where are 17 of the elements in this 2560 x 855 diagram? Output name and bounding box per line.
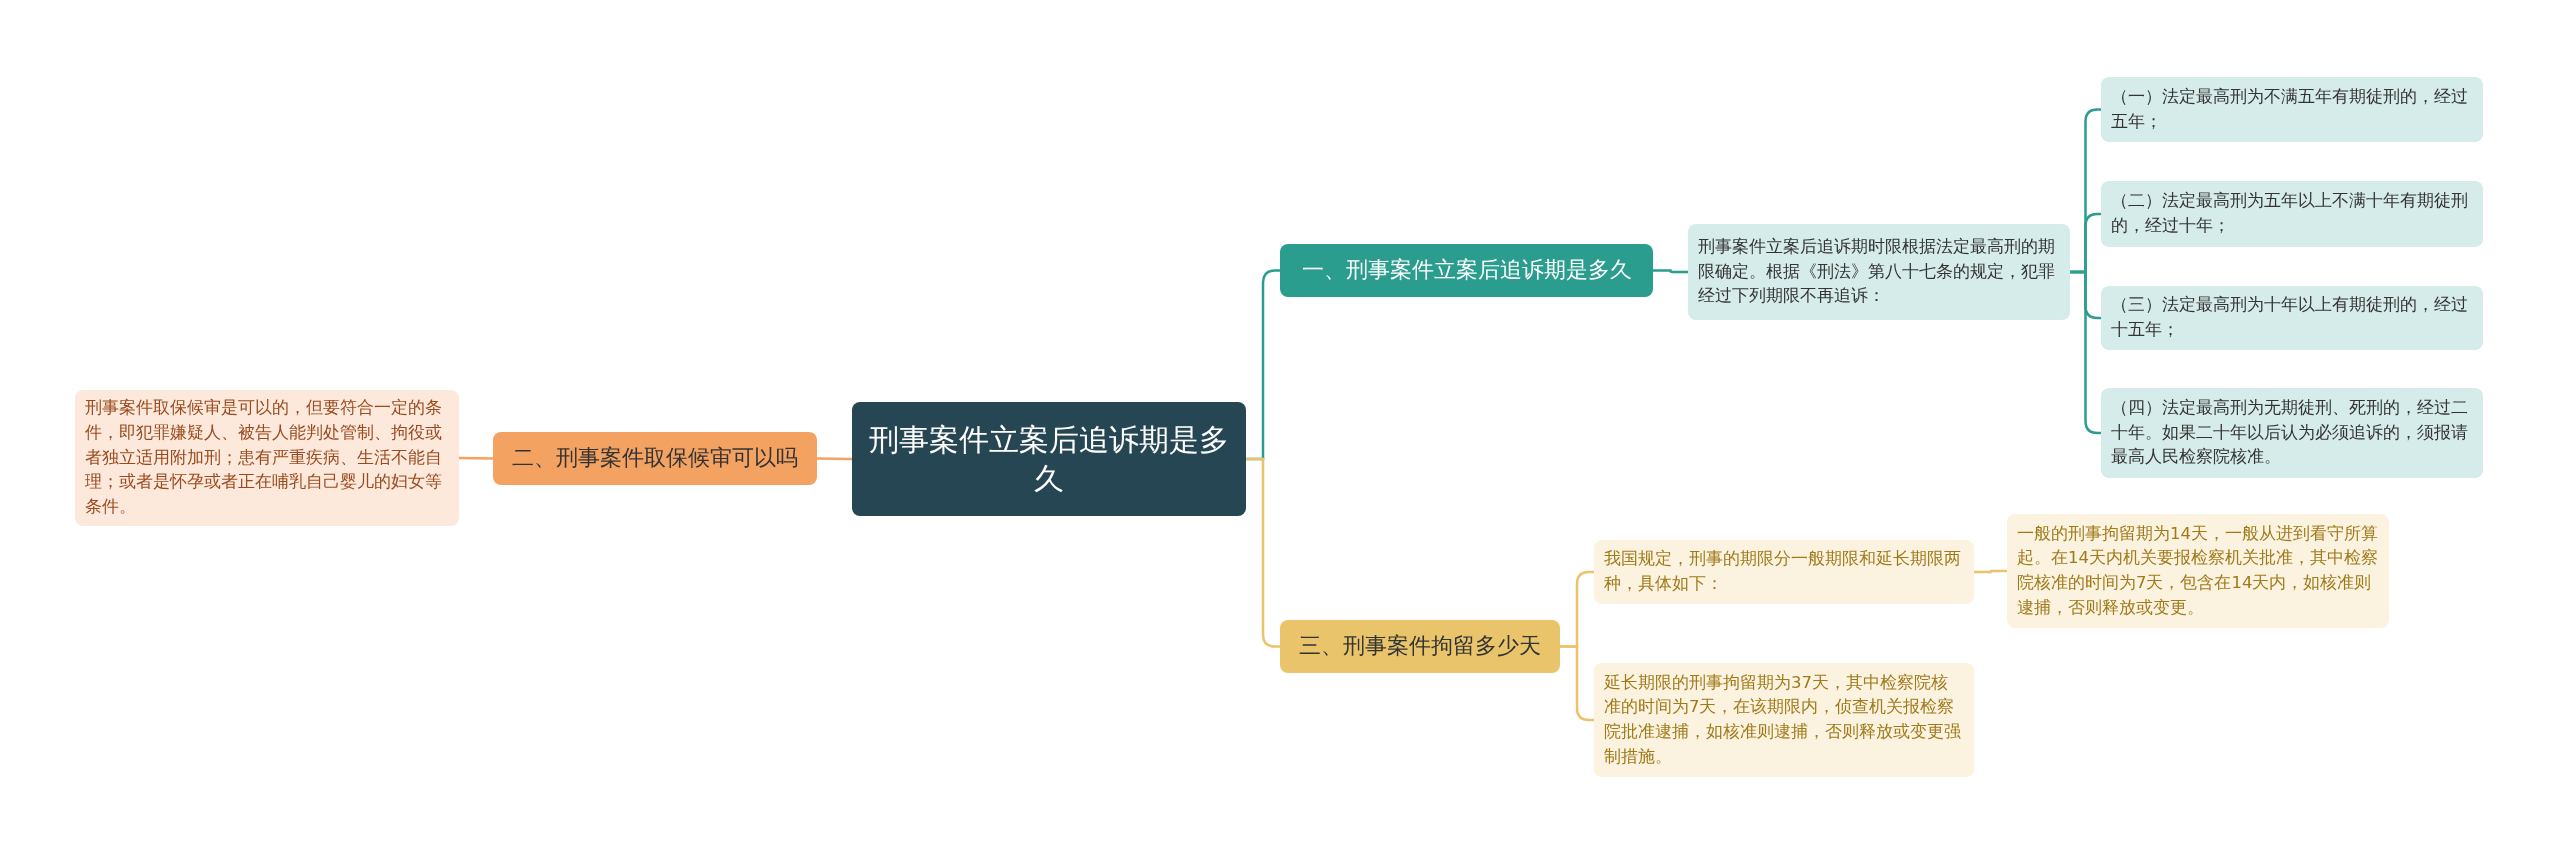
detail-note: 延长期限的刑事拘留期为37天，其中检察院核准的时间为7天，在该期限内，侦查机关报检察院批准逮捕，如核准则逮捕，否则释放或变更强制措施。: [1594, 663, 1974, 777]
branch-topic: 一、刑事案件立案后追诉期是多久: [1280, 244, 1653, 297]
detail-note: 刑事案件立案后追诉期时限根据法定最高刑的期限确定。根据《刑法》第八十七条的规定，犯罪经过下列期限不再追诉：: [1688, 224, 2070, 320]
connector-line: [1653, 269, 1688, 274]
detail-note: 我国规定，刑事的期限分一般期限和延长期限两种，具体如下：: [1594, 540, 1974, 604]
connector-line: [459, 456, 493, 460]
detail-note: 刑事案件取保候审是可以的，但要符合一定的条件，即犯罪嫌疑人、被告人能判处管制、拘役或者独立适用附加刑；患有严重疾病、生活不能自理；或者是怀孕或者正在哺乳自己婴儿的妇女等条件。: [75, 390, 459, 526]
connector-line: [817, 457, 852, 461]
detail-note: （二）法定最高刑为五年以上不满十年有期徒刑的，经过十年；: [2101, 181, 2483, 247]
root-topic: 刑事案件立案后追诉期是多久: [852, 402, 1246, 516]
detail-note: （四）法定最高刑为无期徒刑、死刑的，经过二十年。如果二十年以后认为必须追诉的，须报请最高人民检察院核准。: [2101, 388, 2483, 478]
connector-line: [1974, 569, 2007, 574]
branch-topic: 二、刑事案件取保候审可以吗: [493, 432, 817, 485]
detail-note: （三）法定最高刑为十年以上有期徒刑的，经过十五年；: [2101, 286, 2483, 350]
detail-note: （一）法定最高刑为不满五年有期徒刑的，经过五年；: [2101, 77, 2483, 142]
branch-topic: 三、刑事案件拘留多少天: [1280, 620, 1560, 673]
detail-note: 一般的刑事拘留期为14天，一般从进到看守所算起。在14天内机关要报检察机关批准，其中检察院核准的时间为7天，包含在14天内，如核准则逮捕，否则释放或变更。: [2007, 514, 2389, 628]
